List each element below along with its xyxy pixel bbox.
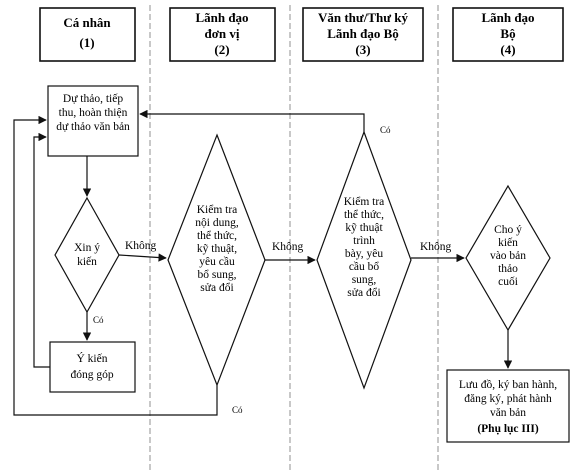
final-opinion-line-4: thảo <box>498 263 518 275</box>
check-format-line-1: Kiểm tra <box>344 195 385 208</box>
final-opinion-line-1: Cho ý <box>494 224 522 236</box>
draft-line-2: thu, hoàn thiện <box>59 107 128 119</box>
lane-3-number: (3) <box>355 42 370 57</box>
check-unit-line-6: bổ sung, <box>198 268 237 281</box>
check-format-line-6: cầu bổ <box>349 260 380 273</box>
check-unit-line-7: sửa đổi <box>200 281 233 294</box>
lane-4-number: (4) <box>500 42 515 57</box>
lane-1-title: Cá nhân <box>63 15 111 30</box>
lane-2-title-line1: Lãnh đạo <box>195 10 248 25</box>
lane-4-title-line1: Lãnh đạo <box>481 10 534 25</box>
feedback-line-2: đóng góp <box>70 369 113 381</box>
check-format-line-5: bày, yêu <box>345 248 383 260</box>
arrow-ask-to-check-unit <box>118 253 167 262</box>
check-unit-line-5: yêu cầu <box>199 255 235 268</box>
final-opinion-line-2: kiến <box>498 236 518 249</box>
feedback-box <box>49 341 136 393</box>
check-unit-line-3: thể thức, <box>197 229 237 242</box>
lane-2-number: (2) <box>214 42 229 57</box>
check-format-line-7: sung, <box>352 274 377 286</box>
check-format-diamond <box>316 130 412 390</box>
lane-header-4 <box>452 7 564 62</box>
final-opinion-line-3: vào bản <box>490 250 526 262</box>
check-format-line-4: trình <box>353 235 375 247</box>
lane-3-title-line2: Lãnh đạo Bộ <box>327 26 399 41</box>
label-yes-feedback: Có <box>93 315 104 325</box>
publish-box <box>446 369 570 443</box>
publish-line-2: đăng ký, phát hành <box>464 393 552 405</box>
check-unit-line-4: kỹ thuật, <box>197 243 237 255</box>
lane-header-2 <box>169 7 276 62</box>
label-no-3: Không <box>420 241 452 253</box>
ask-opinion-line-1: Xin ý <box>74 242 100 254</box>
draft-line-3: dự thảo văn bản <box>56 121 130 133</box>
lane-2-title-line2: đơn vị <box>204 26 239 41</box>
lane-4-title-line2: Bộ <box>500 26 515 41</box>
check-unit-line-2: nội dung, <box>195 217 239 229</box>
lane-1-number: (1) <box>79 35 94 50</box>
arrow-feedback-to-draft <box>33 132 50 368</box>
lane-header-1 <box>39 7 136 62</box>
label-no-1: Không <box>125 240 157 252</box>
check-format-line-8: sửa đổi <box>347 286 380 299</box>
publish-line-3: văn bản <box>490 407 526 419</box>
label-no-2: Không <box>272 241 304 253</box>
arrow-check-format-back <box>139 109 365 132</box>
ask-opinion-line-2: kiến <box>77 255 97 268</box>
publish-line-1: Lưu đồ, ký ban hành, <box>459 378 557 391</box>
arrow-check-unit-back <box>13 115 218 416</box>
check-unit-line-1: Kiểm tra <box>197 203 238 216</box>
ask-opinion-diamond <box>54 196 120 314</box>
lane-3-title-line1: Văn thư/Thư ký <box>318 10 409 25</box>
check-format-line-2: thể thức, <box>344 208 384 221</box>
final-opinion-line-5: cuối <box>498 275 518 288</box>
draft-box <box>47 85 139 157</box>
feedback-line-1: Ý kiến <box>77 351 108 365</box>
label-yes-format: Có <box>380 125 391 135</box>
label-yes-unit: Có <box>232 405 243 415</box>
lane-header-3 <box>302 7 424 62</box>
check-format-line-3: kỹ thuật <box>345 222 383 234</box>
draft-line-1: Dự thảo, tiếp <box>63 92 123 105</box>
publish-appendix: (Phụ lục III) <box>477 423 539 435</box>
